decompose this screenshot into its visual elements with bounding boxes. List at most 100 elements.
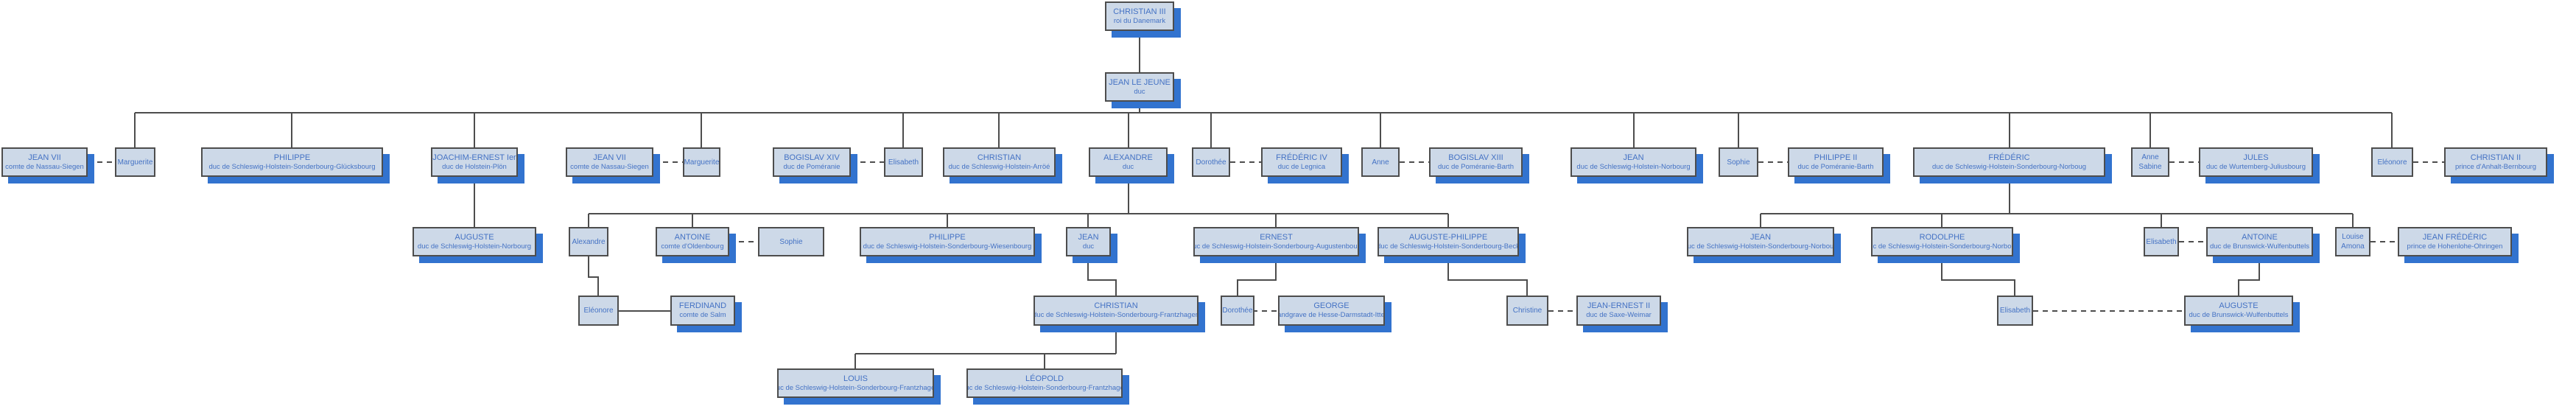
person-name: Elisabeth xyxy=(888,158,919,167)
person-node-leopold[interactable]: LÉOPOLD duc de Schleswig-Holstein-Sonder… xyxy=(966,368,1123,398)
person-node-alexandre-fils[interactable]: Alexandre xyxy=(569,227,608,256)
person-node-jean-vii-a[interactable]: JEAN VII comte de Nassau-Siegen xyxy=(1,147,88,177)
person-node-christian-iii[interactable]: CHRISTIAN III roi du Danemark xyxy=(1105,1,1174,31)
person-node-auguste-philippe-beck[interactable]: AUGUSTE-PHILIPPE duc de Schleswig-Holste… xyxy=(1378,227,1519,256)
person-name: Louise xyxy=(2342,233,2364,241)
person-node-bogislav-xiv[interactable]: BOGISLAV XIV duc de Poméranie xyxy=(773,147,851,177)
person-name: PHILIPPE xyxy=(929,232,966,242)
descent-line xyxy=(2238,256,2260,296)
person-title: duc xyxy=(1134,87,1145,96)
person-title: duc de Poméranie-Barth xyxy=(1438,162,1514,171)
person-node-jean-ernest-ii[interactable]: JEAN-ERNEST II duc de Saxe-Weimar xyxy=(1576,296,1661,326)
person-node-rodolphe[interactable]: RODOLPHE duc de Schleswig-Holstein-Sonde… xyxy=(1871,227,2013,256)
person-name: AUGUSTE-PHILIPPE xyxy=(1408,232,1488,242)
person-title: duc de Brunswick-Wulfenbuttels xyxy=(2189,311,2289,319)
person-node-auguste-norbourg[interactable]: AUGUSTE duc de Schleswig-Holstein-Norbou… xyxy=(413,227,536,256)
person-node-jean-duc[interactable]: JEAN duc xyxy=(1066,227,1111,256)
person-name: Anne xyxy=(1372,158,1389,167)
person-name: ALEXANDRE xyxy=(1103,153,1153,162)
person-name: JEAN VII xyxy=(593,153,626,162)
person-title: comte de Nassau-Siegen xyxy=(5,162,84,171)
person-name: Sophie xyxy=(1727,158,1750,167)
person-node-christian-arroe[interactable]: CHRISTIAN duc de Schleswig-Holstein-Arrö… xyxy=(943,147,1056,177)
person-node-anne[interactable]: Anne xyxy=(1361,147,1400,177)
person-title: duc de Schleswig-Holstein-Sonderbourg-No… xyxy=(1871,242,2013,251)
person-title: prince de Hohenlohe-Ohringen xyxy=(2407,242,2503,251)
person-node-marguerite-a[interactable]: Marguerite xyxy=(115,147,155,177)
person-node-ernest-augustenbourg[interactable]: ERNEST duc de Schleswig-Holstein-Sonderb… xyxy=(1193,227,1359,256)
person-name: LÉOPOLD xyxy=(1025,374,1064,383)
person-name: Elisabeth xyxy=(2146,237,2177,246)
person-name: Eléonore xyxy=(583,307,614,315)
person-node-eleonore-a[interactable]: Eléonore xyxy=(2371,147,2413,177)
person-title: comte de Salm xyxy=(679,311,726,319)
person-name: Dorothée xyxy=(1196,158,1226,167)
person-name: Christine xyxy=(1512,307,1543,315)
person-node-philippe-wiesenbourg[interactable]: PHILIPPE duc de Schleswig-Holstein-Sonde… xyxy=(860,227,1035,256)
person-name: CHRISTIAN xyxy=(977,153,1022,162)
person-node-jean-norboug[interactable]: JEAN duc de Schleswig-Holstein-Sonderbou… xyxy=(1687,227,1834,256)
descent-line xyxy=(588,256,599,296)
person-name: PHILIPPE xyxy=(273,153,311,162)
person-title: duc de Schleswig-Holstein-Sonderbourg-Au… xyxy=(1193,242,1359,251)
person-name: JEAN xyxy=(1078,232,1099,242)
person-node-auguste-brunswick[interactable]: AUGUSTE duc de Brunswick-Wulfenbuttels xyxy=(2184,296,2293,326)
person-node-louise-amona[interactable]: Louise Amona xyxy=(2335,227,2370,256)
person-name: RODOLPHE xyxy=(1919,232,1965,242)
person-title: prince d'Anhalt-Bernbourg xyxy=(2454,162,2537,171)
person-node-christian-frantzhagen[interactable]: CHRISTIAN duc de Schleswig-Holstein-Sond… xyxy=(1033,296,1198,326)
person-node-dorothee-b[interactable]: Dorothée xyxy=(1221,296,1254,326)
person-node-antoine-brunswick[interactable]: ANTOINE duc de Brunswick-Wulfenbuttels xyxy=(2206,227,2313,256)
person-node-jean-frederic[interactable]: JEAN FRÉDÉRIC prince de Hohenlohe-Ohring… xyxy=(2398,227,2512,256)
person-node-frederic[interactable]: FRÉDÉRIC duc de Schleswig-Holstein-Sonde… xyxy=(1913,147,2105,177)
person-title: roi du Danemark xyxy=(1113,16,1166,25)
person-node-christine[interactable]: Christine xyxy=(1506,296,1548,326)
person-title: duc xyxy=(1082,242,1095,251)
person-node-jean-vii-b[interactable]: JEAN VII comte de Nassau-Siegen xyxy=(566,147,653,177)
person-name: CHRISTIAN II xyxy=(2470,153,2521,162)
person-node-marguerite-b[interactable]: Marguerite xyxy=(683,147,720,177)
person-node-bogislav-xiii[interactable]: BOGISLAV XIII duc de Poméranie-Barth xyxy=(1429,147,1523,177)
person-name: AUGUSTE xyxy=(2219,301,2259,310)
person-title: duc de Schleswig-Holstein-Norbourg xyxy=(417,242,532,251)
person-node-louis[interactable]: LOUIS duc de Schleswig-Holstein-Sonderbo… xyxy=(777,368,934,398)
person-node-sophie-a[interactable]: Sophie xyxy=(1719,147,1758,177)
person-title: duc de Schleswig-Holstein-Sonderbourg-Fr… xyxy=(777,383,934,392)
person-node-jean-norbourg[interactable]: JEAN duc de Schleswig-Holstein-Norbourg xyxy=(1570,147,1696,177)
person-node-ferdinand[interactable]: FERDINAND comte de Salm xyxy=(670,296,735,326)
person-node-elisabeth-b[interactable]: Elisabeth xyxy=(2144,227,2179,256)
person-node-elisabeth-a[interactable]: Elisabeth xyxy=(884,147,923,177)
person-node-eleonore-b[interactable]: Eléonore xyxy=(578,296,619,326)
person-node-anne-sabine[interactable]: Anne Sabine xyxy=(2131,147,2169,177)
person-node-alexandre[interactable]: ALEXANDRE duc xyxy=(1089,147,1168,177)
person-node-elisabeth-c[interactable]: Elisabeth xyxy=(1997,296,2033,326)
person-node-christian-ii[interactable]: CHRISTIAN II prince d'Anhalt-Bernbourg xyxy=(2444,147,2547,177)
person-name: JOACHIM-ERNEST Ier xyxy=(432,153,516,162)
person-node-jules[interactable]: JULES duc de Wurtemberg-Juliusbourg xyxy=(2199,147,2313,177)
person-name: Marguerite xyxy=(117,158,153,167)
person-name: Sophie xyxy=(779,237,803,246)
person-name: FRÉDÉRIC IV xyxy=(1276,153,1327,162)
person-node-sophie-b[interactable]: Sophie xyxy=(758,227,824,256)
person-node-philippe-glucksbourg[interactable]: PHILIPPE duc de Schleswig-Holstein-Sonde… xyxy=(201,147,383,177)
person-title: duc de Schleswig-Holstein-Sonderbourg-Gl… xyxy=(208,162,376,171)
person-node-george[interactable]: GEORGE landgrave de Hesse-Darmstadt-Itte… xyxy=(1278,296,1385,326)
person-title: duc de Schleswig-Holstein-Sonderbourg-Wi… xyxy=(863,242,1032,251)
person-title: duc de Saxe-Weimar xyxy=(1586,311,1652,319)
person-node-philippe-ii[interactable]: PHILIPPE II duc de Poméranie-Barth xyxy=(1788,147,1884,177)
person-name: Anne xyxy=(2141,153,2159,161)
person-node-antoine-oldenbourg[interactable]: ANTOINE comte d'Oldenbourg xyxy=(656,227,729,256)
person-title: duc de Legnica xyxy=(1277,162,1326,171)
person-node-jean-le-jeune[interactable]: JEAN LE JEUNE duc xyxy=(1105,72,1174,102)
person-node-dorothee-a[interactable]: Dorothée xyxy=(1192,147,1230,177)
person-name: JEAN LE JEUNE xyxy=(1109,77,1171,87)
person-name: Alexandre xyxy=(572,237,606,246)
person-node-joachim-ernest[interactable]: JOACHIM-ERNEST Ier duc de Holstein-Plön xyxy=(431,147,518,177)
person-title: duc de Poméranie-Barth xyxy=(1797,162,1874,171)
person-name: Dorothée xyxy=(1222,307,1253,315)
person-node-frederic-iv[interactable]: FRÉDÉRIC IV duc de Legnica xyxy=(1261,147,1342,177)
person-name: Elisabeth xyxy=(1999,307,2031,315)
person-name: BOGISLAV XIII xyxy=(1448,153,1503,162)
person-name: ANTOINE xyxy=(674,232,711,242)
person-title: duc de Schleswig-Holstein-Sonderbourg-Be… xyxy=(1378,242,1519,251)
